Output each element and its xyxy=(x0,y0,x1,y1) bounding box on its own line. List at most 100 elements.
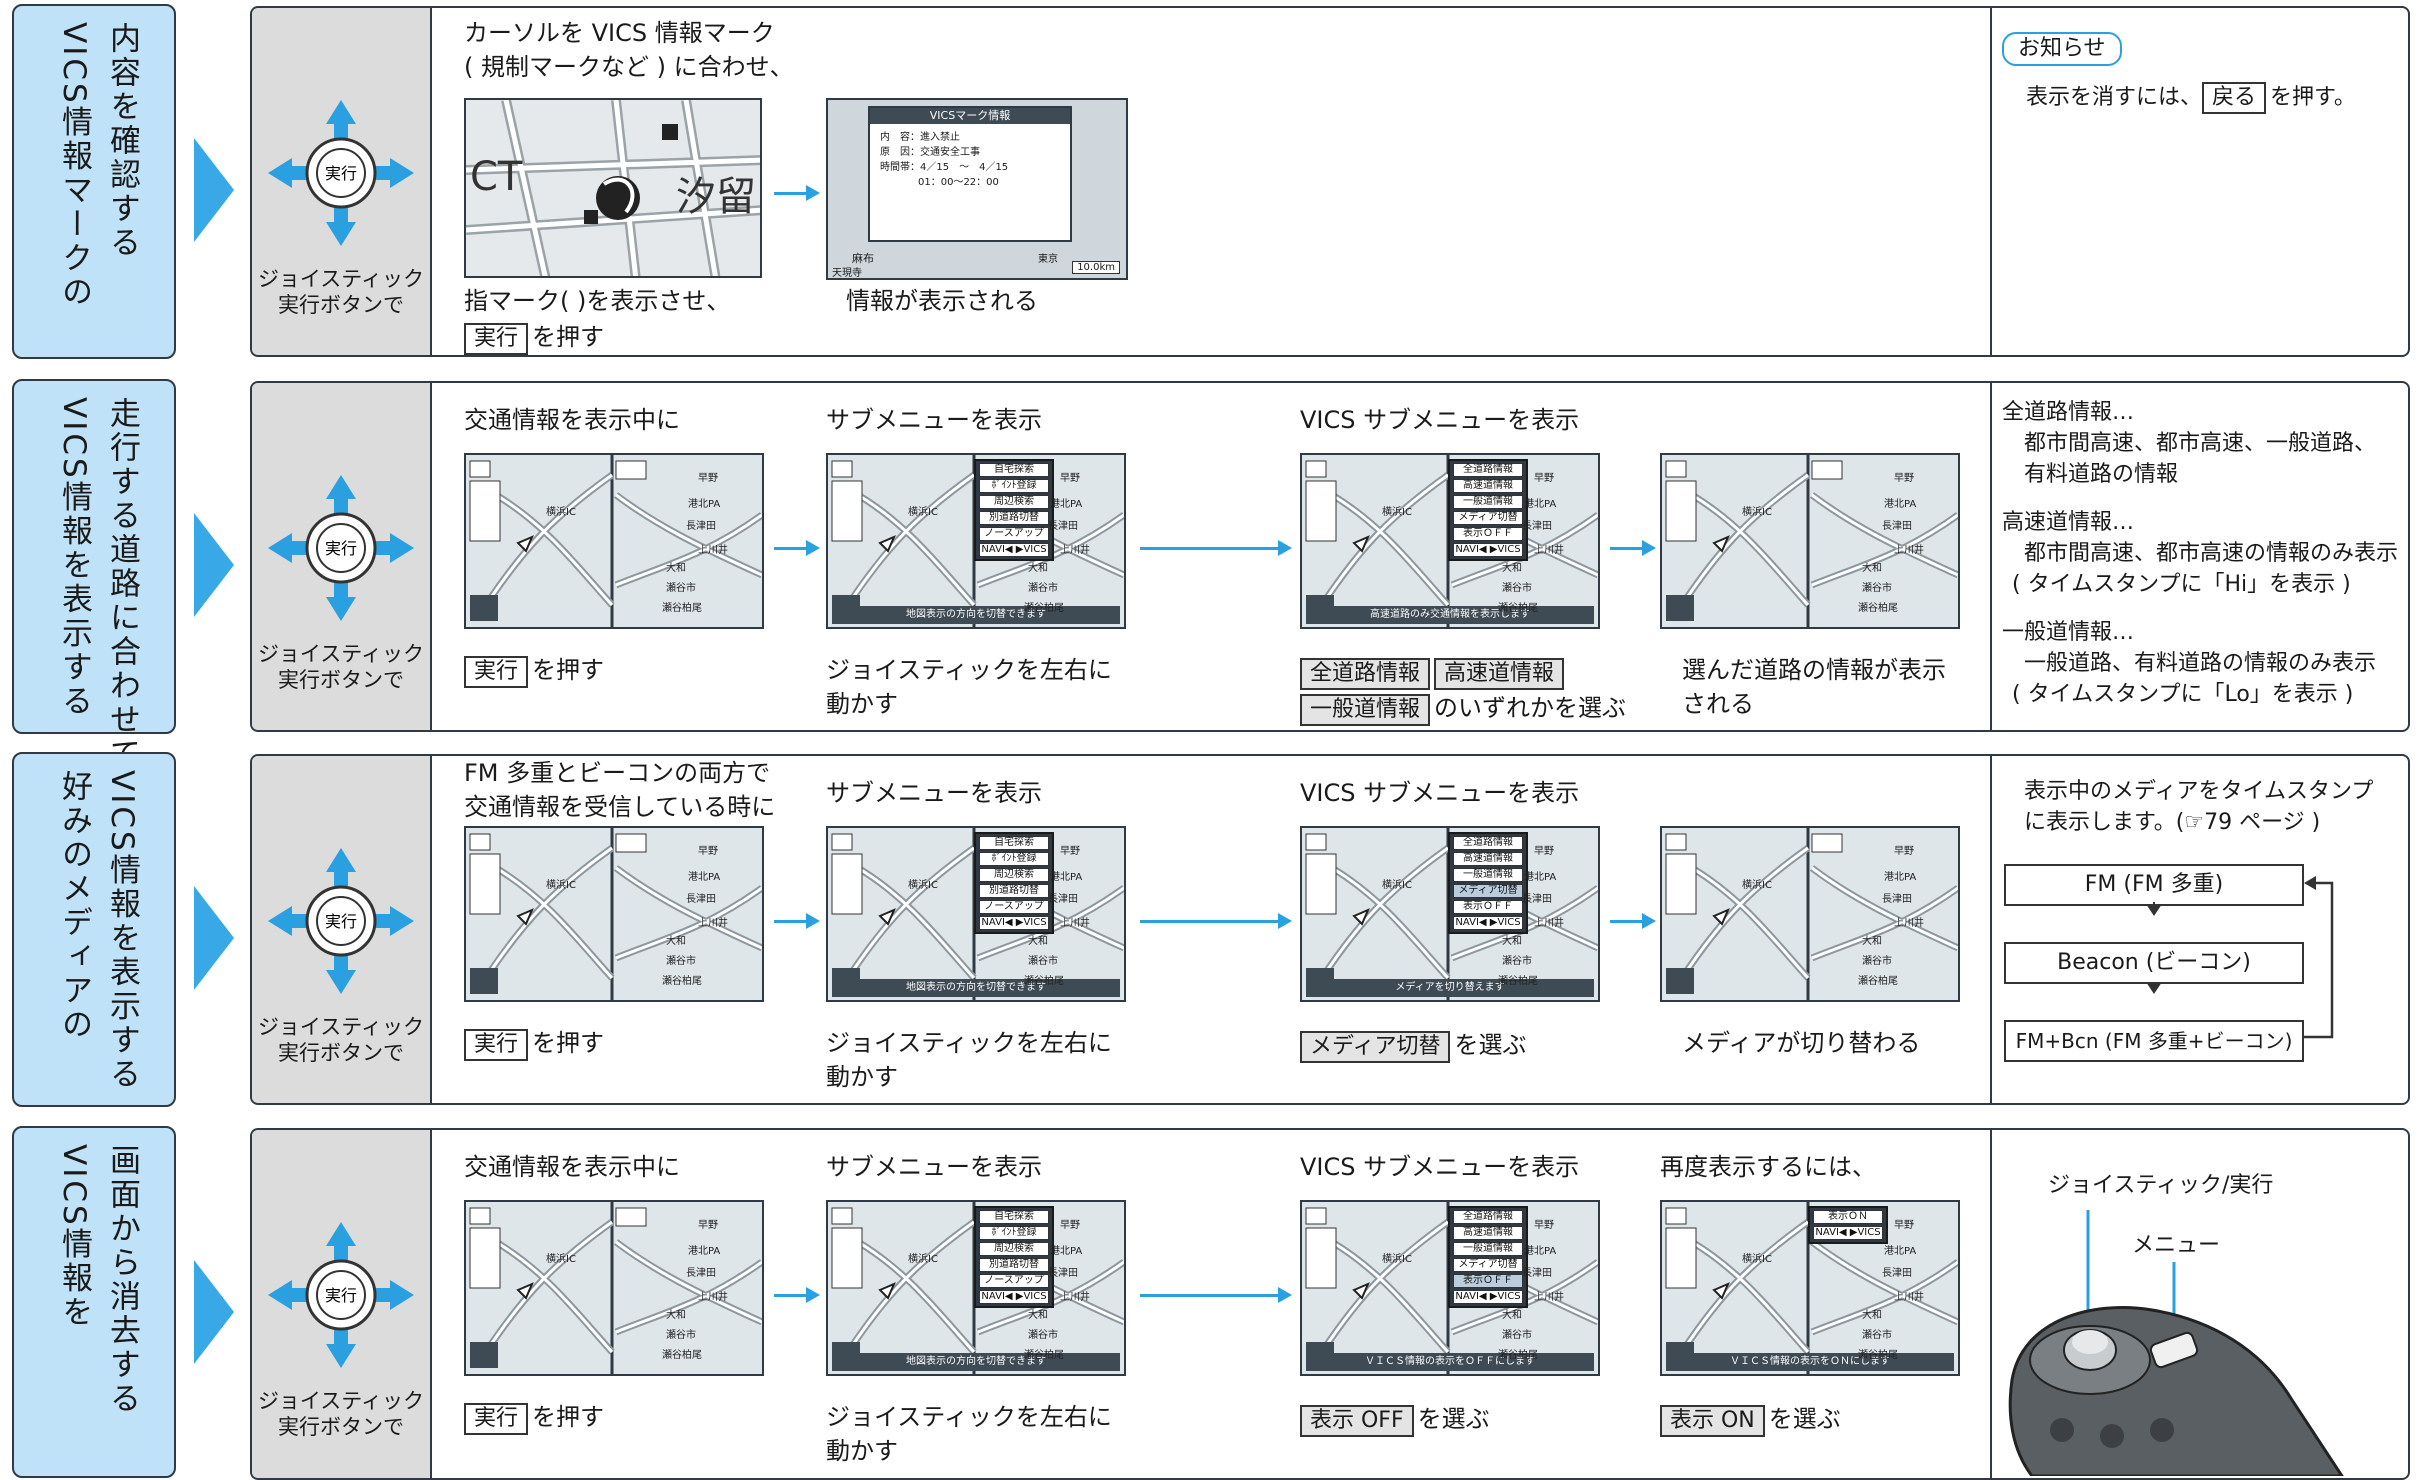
step-text: 再度表示するには、 xyxy=(1660,1153,1876,1181)
map-label: 長津田 xyxy=(686,521,716,532)
map-label: 港北PA xyxy=(1050,1246,1083,1257)
chevron-right-icon xyxy=(194,138,234,242)
joystick-label: ジョイスティック実行ボタンで xyxy=(257,1389,425,1439)
status-bar: ＶＩＣＳ情報の表示をＯＦＦにします xyxy=(1306,1353,1594,1371)
notes-area: 表示中のメディアをタイムスタンプに表示します。(☞79 ページ ) FM (FM… xyxy=(1990,756,2410,1103)
media-switch-key: メディア切替 xyxy=(1300,1031,1451,1063)
loop-arrow-icon xyxy=(2304,876,2334,1039)
map-label: 瀬谷市 xyxy=(1502,583,1532,594)
map-label: 早野 xyxy=(1534,1220,1554,1231)
step-text: 指マーク( )を表示させ、 xyxy=(464,287,731,315)
section-title-col2: 好みのメディアの xyxy=(56,770,92,1042)
map-label: 港北PA xyxy=(1524,872,1557,883)
flow-arrow xyxy=(774,540,820,556)
map-label: 港北PA xyxy=(688,499,721,510)
note-text: 表示中のメディアをタイムスタンプに表示します。(☞79 ページ ) xyxy=(2024,779,2374,835)
map-label: 大和 xyxy=(1028,1310,1048,1321)
exec-key: 実行 xyxy=(464,323,529,355)
map-label: 瀬谷市 xyxy=(1028,1330,1058,1341)
map-label: 横浜IC xyxy=(546,1254,576,1265)
status-bar: 高速道路のみ交通情報を表示します xyxy=(1306,606,1594,624)
status-bar: メディアを切り替えます xyxy=(1306,979,1594,997)
map-graphic xyxy=(1662,455,1958,627)
map-label: 瀬谷柏尾 xyxy=(1498,976,1538,987)
map-label: 港北PA xyxy=(1050,499,1083,510)
note-block: 高速道情報… 都市間高速、都市高速の情報のみ表示 ( タイムスタンプに「Hi」を… xyxy=(2002,510,2399,597)
map-label: 港北PA xyxy=(1884,1246,1917,1257)
joystick-panel: 実行 ジョイスティック実行ボタンで xyxy=(252,1130,432,1478)
section-title-tab: 内容を確認する VICS情報マークの xyxy=(12,4,176,359)
remote-label-menu: メニュー xyxy=(2132,1233,2221,1258)
map-label: 大和 xyxy=(1502,563,1522,574)
notice-area: お知らせ 表示を消すには、戻るを押す。 xyxy=(1990,8,2410,355)
step-text: 交通情報を表示中に xyxy=(464,406,680,434)
flow-arrow xyxy=(1140,540,1292,556)
exec-key: 実行 xyxy=(464,1029,529,1061)
step-text: VICS サブメニューを表示 xyxy=(1300,1153,1580,1181)
status-bar: ＶＩＣＳ情報の表示をＯＮにします xyxy=(1666,1353,1954,1371)
map-label: 横浜IC xyxy=(1742,1254,1772,1265)
map-label: 瀬谷柏尾 xyxy=(1024,603,1064,614)
map-label: 上川井 xyxy=(1060,1292,1090,1303)
map-label: 瀬谷市 xyxy=(1862,956,1892,967)
instruction-panel: 実行 ジョイスティック実行ボタンで 交通情報を表示中に サブメニューを表示 VI… xyxy=(250,381,2410,732)
step-text: 実行を押す xyxy=(464,320,604,355)
section-title-tab: 画面から消去する VICS情報を xyxy=(12,1126,176,1478)
step-text: メディアが切り替わる xyxy=(1682,1029,1921,1057)
map-label: 瀬谷市 xyxy=(1862,1330,1892,1341)
map-label: 大和 xyxy=(666,936,686,947)
section-road-filter: 走行する道路に合わせて VICS情報を表示する 実行 ジョイスティック実行ボタン… xyxy=(0,375,2420,771)
map-label: 瀬谷柏尾 xyxy=(1858,1350,1898,1361)
map-label: 横浜IC xyxy=(1742,880,1772,891)
map-label: 長津田 xyxy=(1522,1268,1552,1279)
notes-area: 全道路情報… 都市間高速、都市高速、一般道路、 有料道路の情報 高速道情報… 都… xyxy=(1990,383,2410,730)
expressway-key: 高速道情報 xyxy=(1434,658,1565,690)
map-zoom-screenshot: CT 汐留 xyxy=(464,98,762,278)
joystick-panel: 実行 ジョイスティック実行ボタンで xyxy=(252,756,432,1103)
map-label: 大和 xyxy=(666,563,686,574)
joystick-icon: 実行 xyxy=(268,1222,414,1368)
map-label: 上川井 xyxy=(1534,545,1564,556)
notice-badge: お知らせ xyxy=(2002,32,2122,66)
step-text: FM 多重とビーコンの両方で交通情報を受信している時に xyxy=(464,759,776,821)
map-label: 早野 xyxy=(1534,473,1554,484)
map-label: 横浜IC xyxy=(1742,507,1772,518)
map-label: 長津田 xyxy=(1048,894,1078,905)
map-label: 瀬谷柏尾 xyxy=(1024,976,1064,987)
map-label: 天現寺 xyxy=(832,268,862,279)
map-label: 長津田 xyxy=(1522,894,1552,905)
section-media-select: VICS情報を表示する 好みのメディアの 実行 ジョイスティック実行ボタンで F… xyxy=(0,748,2420,1111)
map-label: 横浜IC xyxy=(908,1254,938,1265)
chevron-right-icon xyxy=(194,1260,234,1364)
map-label: 長津田 xyxy=(1522,521,1552,532)
joystick-label: ジョイスティック実行ボタンで xyxy=(257,1015,425,1065)
step-text: サブメニューを表示 xyxy=(826,779,1042,807)
svg-text:実行: 実行 xyxy=(325,539,357,558)
map-label: 瀬谷柏尾 xyxy=(662,976,702,987)
map-label: 大和 xyxy=(1028,936,1048,947)
remote-area: ジョイスティック/実行 メニュー xyxy=(1990,1130,2410,1478)
map-label: 上川井 xyxy=(698,918,728,929)
map-label: 上川井 xyxy=(698,1292,728,1303)
flow-arrow xyxy=(1610,540,1656,556)
map-label: 瀬谷柏尾 xyxy=(662,1350,702,1361)
flow-arrow xyxy=(774,185,820,201)
step-text: サブメニューを表示 xyxy=(826,406,1042,434)
svg-text:実行: 実行 xyxy=(325,912,357,931)
map-label: 長津田 xyxy=(686,894,716,905)
flow-arrow xyxy=(1140,913,1292,929)
general-road-key: 一般道情報 xyxy=(1300,694,1431,726)
step-text: VICS サブメニューを表示 xyxy=(1300,406,1580,434)
step-text: 全道路情報高速道情報 xyxy=(1300,655,1568,690)
